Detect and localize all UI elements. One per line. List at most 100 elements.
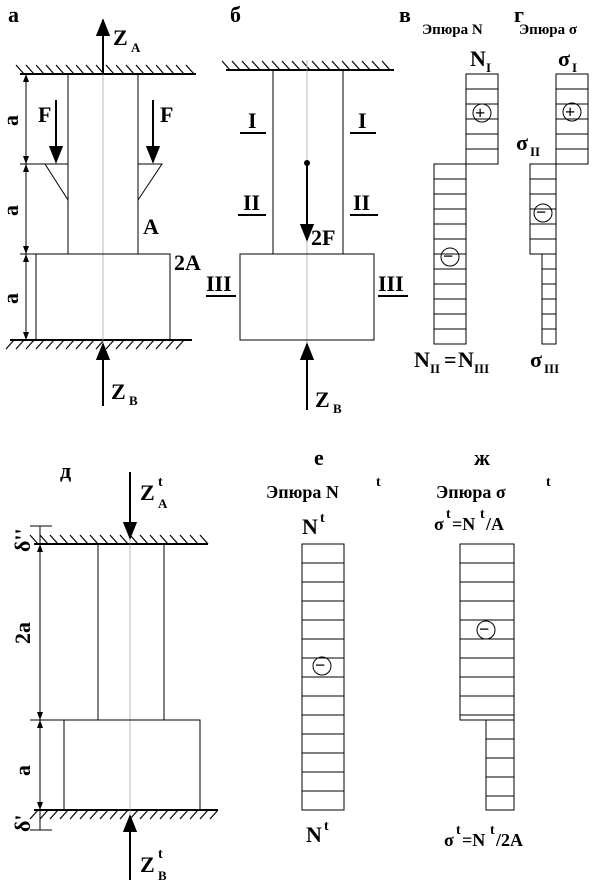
epure-nt-top-label: N: [302, 514, 318, 539]
hatch-stroke: [65, 64, 75, 75]
epure-nt-bottom-label: N: [306, 822, 322, 847]
epure-sigma-negative-upper-hatching: [530, 178, 556, 240]
hatch-stroke: [59, 809, 69, 820]
hatch-stroke: [89, 809, 99, 820]
reaction-za-t-subscript: A: [158, 496, 168, 511]
epure-sigma-bottom-subscript: III: [544, 361, 559, 376]
reaction-za-subscript: A: [131, 40, 141, 55]
epure-n-top-label: N: [470, 46, 486, 71]
hatch-stroke: [185, 64, 195, 75]
epure-n-bottom-label-1: N: [414, 347, 430, 372]
hatch-stroke: [321, 60, 331, 71]
panel-v-letter: в: [399, 2, 411, 27]
minus-sign-circle: [312, 656, 332, 676]
hatch-stroke: [139, 809, 149, 820]
top-support-hatching: [29, 534, 209, 545]
epure-sigma-t-lower-block: [485, 719, 515, 811]
hatch-stroke: [231, 60, 241, 71]
hatch-stroke: [331, 60, 341, 71]
sigma-t-top-formula-sup2: t: [480, 507, 485, 522]
hatch-stroke: [35, 339, 45, 350]
hatch-stroke: [99, 534, 109, 545]
hatch-stroke: [371, 60, 381, 71]
hatch-stroke: [105, 339, 115, 350]
hatch-stroke: [79, 534, 89, 545]
upper-bar: [97, 543, 165, 721]
panel-d: д Z t A Z t B δ'' 2a a δ': [10, 458, 219, 883]
hatch-stroke: [25, 339, 35, 350]
hatch-stroke: [119, 809, 129, 820]
epure-sigma-bottom-label: σ: [530, 347, 542, 372]
hatch-stroke: [89, 534, 99, 545]
epure-nt-bottom-superscript: t: [324, 819, 329, 834]
epure-n-bottom-subscript-1: II: [430, 361, 440, 376]
reaction-zb-label: Z: [315, 387, 330, 412]
hatch-stroke: [129, 534, 139, 545]
section-II-left-label: II: [243, 190, 260, 215]
hatch-stroke: [341, 60, 351, 71]
hatch-stroke: [155, 64, 165, 75]
hatch-stroke: [165, 64, 175, 75]
section-III-left-label: III: [206, 271, 232, 296]
minus-sign: −: [479, 619, 489, 639]
reaction-za-t-label: Z: [140, 480, 155, 505]
reaction-zb-t-superscript: t: [158, 847, 163, 862]
hatch-stroke: [125, 64, 135, 75]
hatch-stroke: [251, 60, 261, 71]
reaction-za-t-superscript: t: [158, 475, 163, 490]
epure-sigma-mid-subscript: II: [530, 144, 540, 159]
panel-b: б I I II II III III 2F Z B: [206, 2, 408, 416]
hatch-stroke: [109, 534, 119, 545]
hatch-stroke: [381, 60, 391, 71]
hatch-stroke: [159, 809, 169, 820]
sigma-t-top-formula-sup1: t: [446, 507, 451, 522]
epure-n-negative-hatching: [434, 178, 466, 330]
hatch-stroke: [175, 339, 185, 350]
sigma-t-top-formula-sigma: σ: [434, 514, 444, 534]
hatch-stroke: [291, 60, 301, 71]
plus-sign: +: [475, 103, 485, 123]
hatch-stroke: [261, 60, 271, 71]
hatch-stroke: [125, 339, 135, 350]
hatch-stroke: [25, 64, 35, 75]
hatch-stroke: [241, 60, 251, 71]
hatch-stroke: [85, 339, 95, 350]
hatch-stroke: [189, 534, 199, 545]
lower-bar: [35, 253, 171, 341]
panel-zh-letter: ж: [474, 445, 490, 470]
lower-bar: [63, 719, 201, 811]
minus-sign-circle: [533, 203, 553, 223]
sigma-t-top-formula-mid: =N: [452, 514, 475, 534]
hatch-stroke: [145, 64, 155, 75]
force-left-label: F: [38, 102, 51, 127]
hatch-stroke: [5, 339, 15, 350]
hatch-stroke: [105, 64, 115, 75]
reaction-zb-t-subscript: B: [158, 868, 167, 883]
top-support-hatching: [15, 64, 195, 75]
panel-a-letter: а: [8, 2, 19, 27]
panel-zh-title-superscript: t: [546, 475, 551, 490]
epure-n-positive-hatching: [466, 88, 498, 150]
epure-sigma-negative-lower-hatching: [542, 268, 556, 330]
hatch-stroke: [199, 534, 209, 545]
force-right-label: F: [160, 102, 173, 127]
hatch-stroke: [135, 64, 145, 75]
panel-e-title: Эпюра N: [266, 482, 339, 502]
area-label-lower: 2A: [174, 250, 201, 275]
epure-sigma-t-upper-hatching: [460, 562, 514, 716]
hatch-stroke: [29, 809, 39, 820]
hatch-stroke: [149, 534, 159, 545]
minus-sign-circle: [440, 247, 460, 267]
reaction-zb-subscript: B: [333, 401, 342, 416]
panel-zh-title: Эпюра σ: [436, 482, 506, 502]
sigma-t-bottom-formula-mid: =N: [462, 830, 485, 850]
delta-top-label: δ'': [10, 528, 35, 552]
hatch-stroke: [15, 64, 25, 75]
hatch-stroke: [145, 339, 155, 350]
dimension-label-2: a: [0, 205, 23, 216]
hatch-stroke: [175, 64, 185, 75]
hatch-stroke: [49, 534, 59, 545]
panel-d-letter: д: [60, 458, 71, 483]
epure-n-top-subscript: I: [486, 60, 491, 75]
